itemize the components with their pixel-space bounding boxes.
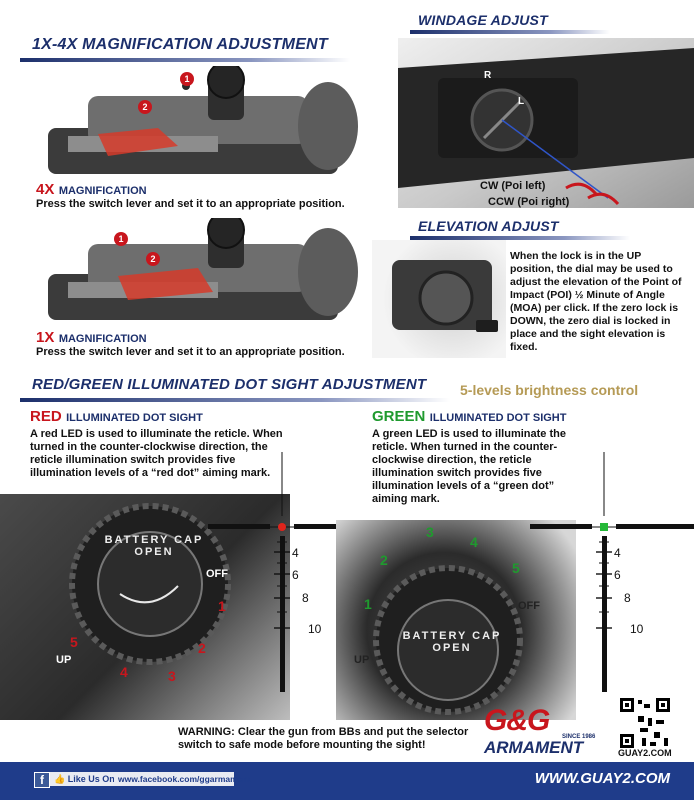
- mag1-big: 1X: [36, 329, 55, 346]
- qr-code-graphic: [620, 698, 670, 748]
- facebook-icon[interactable]: f: [34, 772, 50, 788]
- green-level-4: 4: [470, 534, 478, 550]
- brand-since: SINCE 1986: [562, 734, 596, 740]
- green-dial-illustration: [373, 565, 523, 715]
- qr-url: GUAY2.COM: [618, 748, 672, 758]
- windage-illustration: [398, 48, 694, 206]
- windage-l-label: L: [518, 96, 525, 107]
- elevation-photo: [372, 240, 506, 358]
- red-small: ILLUMINATED DOT SIGHT: [66, 412, 203, 424]
- mag4-marker-2: 2: [138, 100, 152, 114]
- red-level-2: 2: [198, 640, 206, 656]
- green-small: ILLUMINATED DOT SIGHT: [429, 412, 567, 424]
- green-level-5: 5: [512, 560, 520, 576]
- elevation-text: When the lock is in the UP position, the…: [510, 250, 682, 353]
- warning-text: WARNING: Clear the gun from BBs and put …: [178, 726, 469, 751]
- windage-title: WINDAGE ADJUST: [418, 12, 548, 28]
- mag1-marker-1: 1: [114, 232, 128, 246]
- red-dial-text: BATTERY CAP OPEN: [104, 534, 204, 558]
- brand-armament: ARMAMENT: [484, 738, 584, 757]
- magnification-title-underline: [20, 58, 350, 62]
- website-link[interactable]: WWW.GUAY2.COM: [534, 770, 670, 787]
- green-reticle-label-4: 4: [614, 546, 621, 560]
- brand-logo: G&G SINCE 1986 ARMAMENT: [484, 704, 614, 760]
- red-reticle-label-8: 8: [302, 591, 309, 605]
- red-reticle: [208, 452, 364, 692]
- red-heading: RED ILLUMINATED DOT SIGHT: [30, 408, 203, 426]
- red-big: RED: [30, 408, 62, 425]
- red-text: A red LED is used to illuminate the reti…: [30, 428, 283, 479]
- green-dial-text: BATTERY CAP OPEN: [402, 630, 502, 654]
- mag1-heading: 1X MAGNIFICATION: [36, 329, 147, 347]
- elevation-illustration: [392, 260, 498, 332]
- mag4-big: 4X: [36, 181, 55, 198]
- red-dial-illustration: [69, 503, 231, 665]
- green-reticle: [530, 452, 694, 692]
- scope-photo-1x: 1 2: [28, 218, 358, 326]
- red-up-label: UP: [56, 654, 72, 666]
- windage-title-underline: [410, 30, 610, 34]
- thumbs-up-icon: 👍: [54, 774, 66, 784]
- like-us-label: Like Us On: [67, 774, 115, 784]
- red-off-label: OFF: [206, 568, 228, 580]
- magnification-title: 1X-4X MAGNIFICATION ADJUSTMENT: [32, 36, 328, 53]
- mag4-small: MAGNIFICATION: [58, 185, 147, 197]
- elevation-title: ELEVATION ADJUST: [418, 218, 559, 234]
- red-level-5: 5: [70, 634, 78, 650]
- green-heading: GREEN ILLUMINATED DOT SIGHT: [372, 408, 566, 426]
- scope-1x-illustration: [48, 218, 358, 320]
- green-reticle-label-6: 6: [614, 568, 621, 582]
- mag4-text: Press the switch lever and set it to an …: [36, 198, 345, 210]
- facebook-link[interactable]: www.facebook.com/ggarmament: [114, 772, 250, 786]
- mag4-marker-1: 1: [180, 72, 194, 86]
- windage-photo: R L: [398, 38, 694, 208]
- scope-photo-4x: 1 2: [28, 66, 358, 182]
- green-level-2: 2: [380, 552, 388, 568]
- elevation-title-underline: [410, 236, 630, 240]
- green-off-label: OFF: [518, 600, 540, 612]
- windage-r-label: R: [484, 70, 492, 81]
- mag1-marker-2: 2: [146, 252, 160, 266]
- windage-cw: CW (Poi left): [480, 180, 546, 192]
- green-up-label: UP: [354, 654, 370, 666]
- red-dial-photo: BATTERY CAP OPEN OFF UP 1 2 3 4 5: [0, 494, 290, 720]
- brand-logo-mark: G&G: [484, 704, 550, 737]
- red-reticle-label-10: 10: [308, 622, 322, 636]
- brightness-note: 5-levels brightness control: [460, 382, 639, 398]
- windage-ccw: CCW (Poi right): [488, 196, 570, 208]
- green-level-3: 3: [426, 524, 434, 540]
- mag1-text: Press the switch lever and set it to an …: [36, 346, 345, 358]
- qr-code[interactable]: [620, 698, 670, 748]
- red-level-3: 3: [168, 668, 176, 684]
- green-big: GREEN: [372, 408, 426, 425]
- footer-bar: f 👍 Like Us On www.facebook.com/ggarmame…: [0, 762, 694, 800]
- scope-4x-illustration: [48, 66, 358, 174]
- red-reticle-label-4: 4: [292, 546, 299, 560]
- red-level-1: 1: [218, 598, 226, 614]
- red-level-4: 4: [120, 664, 128, 680]
- green-reticle-label-10: 10: [630, 622, 644, 636]
- green-dial-photo: BATTERY CAP OPEN OFF UP 1 2 3 4 5: [336, 520, 576, 720]
- dot-sight-title-underline: [20, 398, 450, 402]
- green-level-1: 1: [364, 596, 372, 612]
- red-reticle-label-6: 6: [292, 568, 299, 582]
- green-text: A green LED is used to illuminate the re…: [372, 428, 566, 505]
- green-reticle-label-8: 8: [624, 591, 631, 605]
- mag4-heading: 4X MAGNIFICATION: [36, 181, 147, 199]
- dot-sight-title: RED/GREEN ILLUMINATED DOT SIGHT ADJUSTME…: [32, 376, 427, 393]
- mag1-small: MAGNIFICATION: [58, 333, 147, 345]
- like-us-badge[interactable]: 👍 Like Us On: [50, 772, 119, 786]
